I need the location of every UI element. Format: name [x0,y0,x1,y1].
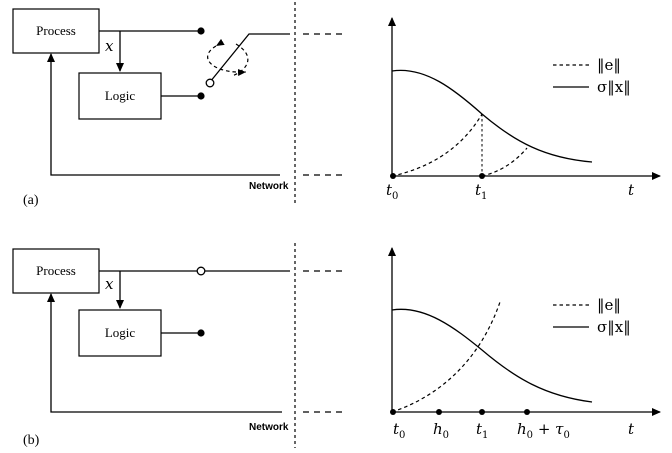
panel-b: Process Logic x Network (b) [12,243,661,448]
switch-contact-bottom [197,329,205,337]
switch-arm [209,33,290,83]
tick-label-h0-tau0-b: h0 + τ0 [517,420,570,441]
tick-marker-t1-a [479,173,485,179]
switch-contact-top [197,27,205,35]
logic-label: Logic [105,88,136,103]
process-label: Process [36,263,76,278]
feedback-loop [47,293,282,413]
switch-rotation-arrow-back [231,43,249,77]
tick-label-t0-b: t0 [393,420,405,441]
state-norm-curve-a [391,69,593,163]
legend-state-label-a: σ‖x‖ [597,78,631,96]
state-label: x [105,275,114,293]
tick-marker-t1-b [479,409,485,415]
axis-label-t-b: t [628,420,635,438]
legend-b: ‖e‖ σ‖x‖ [553,296,631,336]
panel-label-a: (a) [23,193,39,208]
switch-contact-open [196,266,206,276]
error-norm-curve-a-2 [481,147,528,177]
block-diagram-a: Process Logic x Network (a) [12,2,346,208]
legend-state-label-b: σ‖x‖ [597,318,631,336]
state-label: x [105,37,114,55]
network-label: Network [249,181,289,192]
tick-label-t1-b: t1 [476,420,488,441]
switch-contact-bottom [197,92,205,100]
legend-error-label-b: ‖e‖ [597,296,621,314]
process-box [12,8,100,54]
tick-marker-h0-tau0-b [524,409,530,415]
time-plot-b: t0 h0 t1 h0 + τ0 t ‖e‖ σ‖x‖ [388,247,661,441]
tick-marker-h0-b [436,409,442,415]
legend-error-label-a: ‖e‖ [597,56,621,74]
panel-label-b: (b) [23,433,40,448]
tick-marker-t0-a [390,173,396,179]
network-label: Network [249,422,289,433]
tick-label-h0-b: h0 [433,420,449,441]
process-box [12,248,100,294]
panel-a: Process Logic x Network (a) [12,2,661,208]
logic-label: Logic [105,325,136,340]
legend-a: ‖e‖ σ‖x‖ [553,56,631,96]
time-plot-a: t0 t1 t ‖e‖ σ‖x‖ [386,17,661,202]
axis-label-t-a: t [628,181,635,199]
switch-pivot [205,78,215,88]
block-diagram-b: Process Logic x Network (b) [12,243,346,448]
tick-label-t1-a: t1 [475,181,487,202]
logic-box [78,72,162,120]
state-norm-curve-b [391,308,593,403]
tick-marker-t0-b [390,409,396,415]
tick-label-t0-a: t0 [386,181,398,202]
switch-rotation-arrow [207,38,247,76]
process-label: Process [36,23,76,38]
error-norm-curve-b [391,301,501,413]
feedback-loop [47,53,280,176]
logic-box [78,309,162,357]
error-norm-curve-a-1 [391,113,483,177]
